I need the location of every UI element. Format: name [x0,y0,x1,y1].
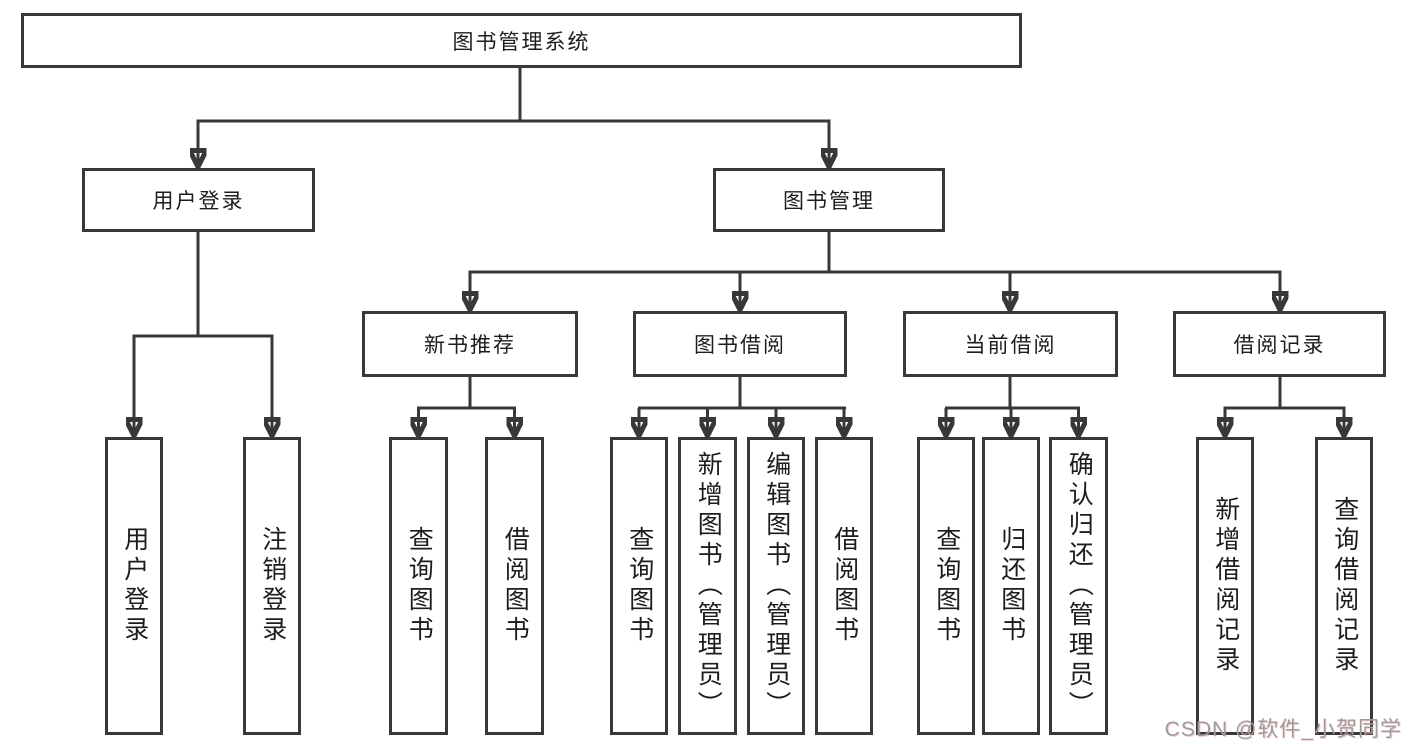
leaf-query-books-current: 查询图书 [917,437,975,735]
node-label: 借阅记录 [1233,334,1326,357]
node-new-book-recommendation: 新书推荐 [362,311,578,377]
node-label: 图书管理系统 [452,30,591,54]
connectors-new-book-recommendation-children [417,377,516,436]
node-label: 借阅图书 [830,526,859,646]
leaf-borrow-books: 借阅图书 [815,437,873,735]
connectors-book-management-children [469,232,1282,310]
node-label: 新书推荐 [424,334,516,357]
node-label: 查询图书 [405,526,434,646]
node-label: 归还图书 [997,526,1026,646]
leaf-query-borrow-record: 查询借阅记录 [1315,437,1373,735]
node-label: 图书管理 [783,190,875,213]
node-current-borrowing: 当前借阅 [903,311,1118,377]
leaf-query-books-recommend: 查询图书 [389,437,448,735]
connectors-root-to-level2 [197,68,831,167]
connectors-book-borrowing-children [638,377,846,436]
leaf-confirm-return-admin: 确认归还（管理员） [1049,437,1108,735]
node-label: 查询借阅记录 [1330,496,1359,676]
connectors-user-login-children [133,232,274,436]
csdn-watermark: CSDN @软件_小贺同学 [1164,718,1402,741]
node-label: 确认归还（管理员） [1065,451,1094,721]
node-library-management-system: 图书管理系统 [21,13,1022,68]
leaf-add-books-admin: 新增图书（管理员） [678,437,737,735]
node-label: 查询图书 [625,526,654,646]
node-label: 当前借阅 [964,334,1057,357]
leaf-edit-books-admin: 编辑图书（管理员） [747,437,805,735]
node-label: 新增图书（管理员） [694,451,723,721]
node-user-login: 用户登录 [82,168,315,232]
leaf-logout-login: 注销登录 [243,437,301,735]
node-label: 图书借阅 [694,334,786,357]
leaf-query-books-borrowing: 查询图书 [610,437,668,735]
node-label: 查询图书 [932,526,961,646]
leaf-return-books: 归还图书 [982,437,1040,735]
connectors-current-borrowing-children [945,377,1080,436]
node-book-management: 图书管理 [713,168,945,232]
leaf-user-login: 用户登录 [105,437,163,735]
node-label: 用户登录 [120,526,149,646]
node-label: 编辑图书（管理员） [762,451,791,721]
node-label: 新增借阅记录 [1211,496,1240,676]
leaf-add-borrow-record: 新增借阅记录 [1196,437,1254,735]
connectors-borrowing-records-children [1224,377,1346,436]
node-label: 注销登录 [258,526,287,646]
node-label: 借阅图书 [501,526,530,646]
leaf-borrow-books-recommend: 借阅图书 [485,437,544,735]
node-book-borrowing: 图书借阅 [633,311,847,377]
node-label: 用户登录 [152,190,245,213]
node-borrowing-records: 借阅记录 [1173,311,1386,377]
